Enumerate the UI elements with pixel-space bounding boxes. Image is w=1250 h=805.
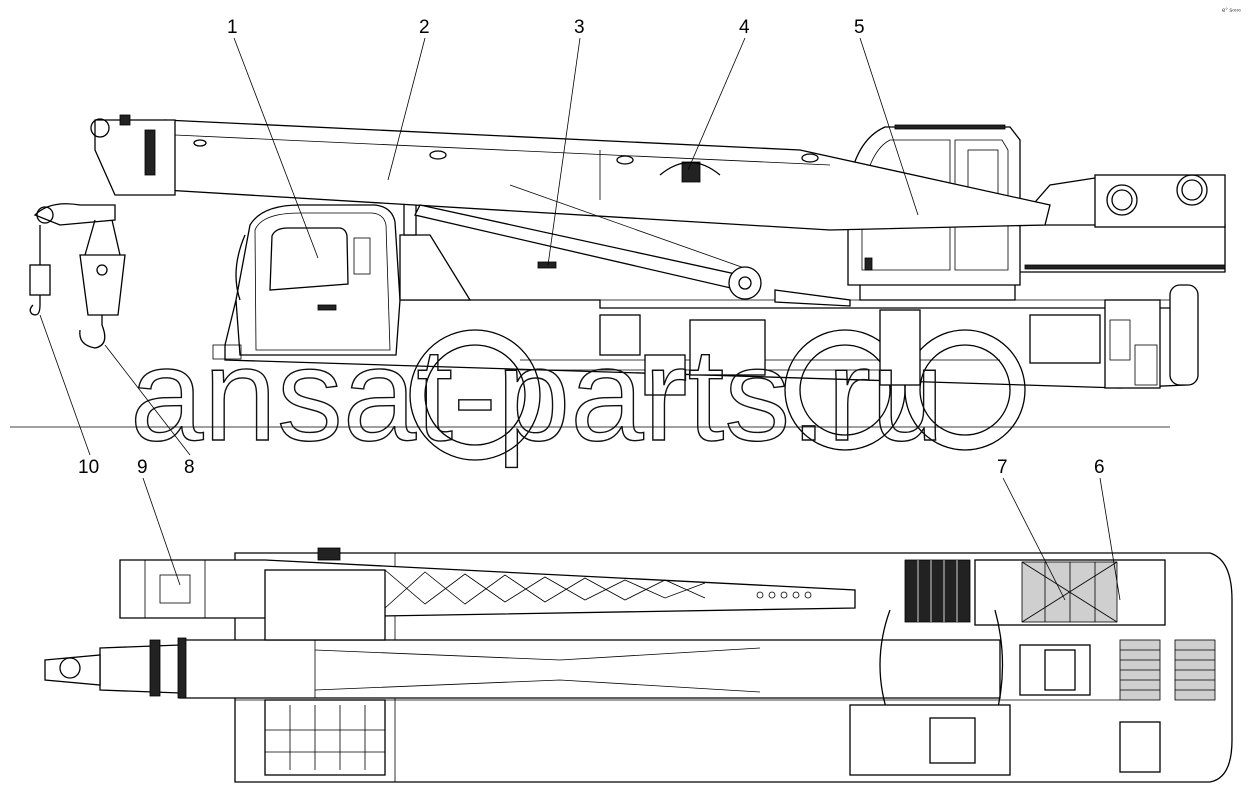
operator-cab-top	[264, 547, 386, 776]
callout-2: 2	[419, 17, 430, 38]
radiator-grille	[904, 559, 971, 623]
callout-8: 8	[184, 457, 195, 478]
main-hook-block	[79, 219, 126, 349]
side-view	[10, 114, 1226, 461]
callout-leaders	[39, 37, 1121, 601]
luffing-cylinder	[414, 184, 851, 307]
main-boom-top	[44, 637, 1001, 699]
wheels	[409, 329, 1026, 461]
callout-10: 10	[78, 457, 99, 478]
rear-equipment-top	[849, 704, 1161, 776]
engine-housing	[399, 199, 557, 301]
chassis-equipment	[599, 299, 1161, 396]
auxiliary-hook	[29, 225, 51, 316]
callout-3: 3	[574, 17, 585, 38]
callout-9: 9	[137, 457, 148, 478]
top-view	[44, 547, 1233, 783]
boom-head	[33, 114, 176, 226]
callout-1: 1	[227, 17, 238, 38]
driver-cab	[212, 204, 401, 360]
counterweight-mesh	[974, 559, 1166, 626]
callout-4: 4	[739, 17, 750, 38]
winch-drums	[1119, 639, 1216, 701]
watermark: ansat-parts.ru	[130, 321, 944, 468]
callout-5: 5	[854, 17, 865, 38]
callout-6: 6	[1094, 457, 1105, 478]
callout-7: 7	[997, 457, 1008, 478]
drawing-code: e° s∞∞	[1222, 8, 1241, 14]
